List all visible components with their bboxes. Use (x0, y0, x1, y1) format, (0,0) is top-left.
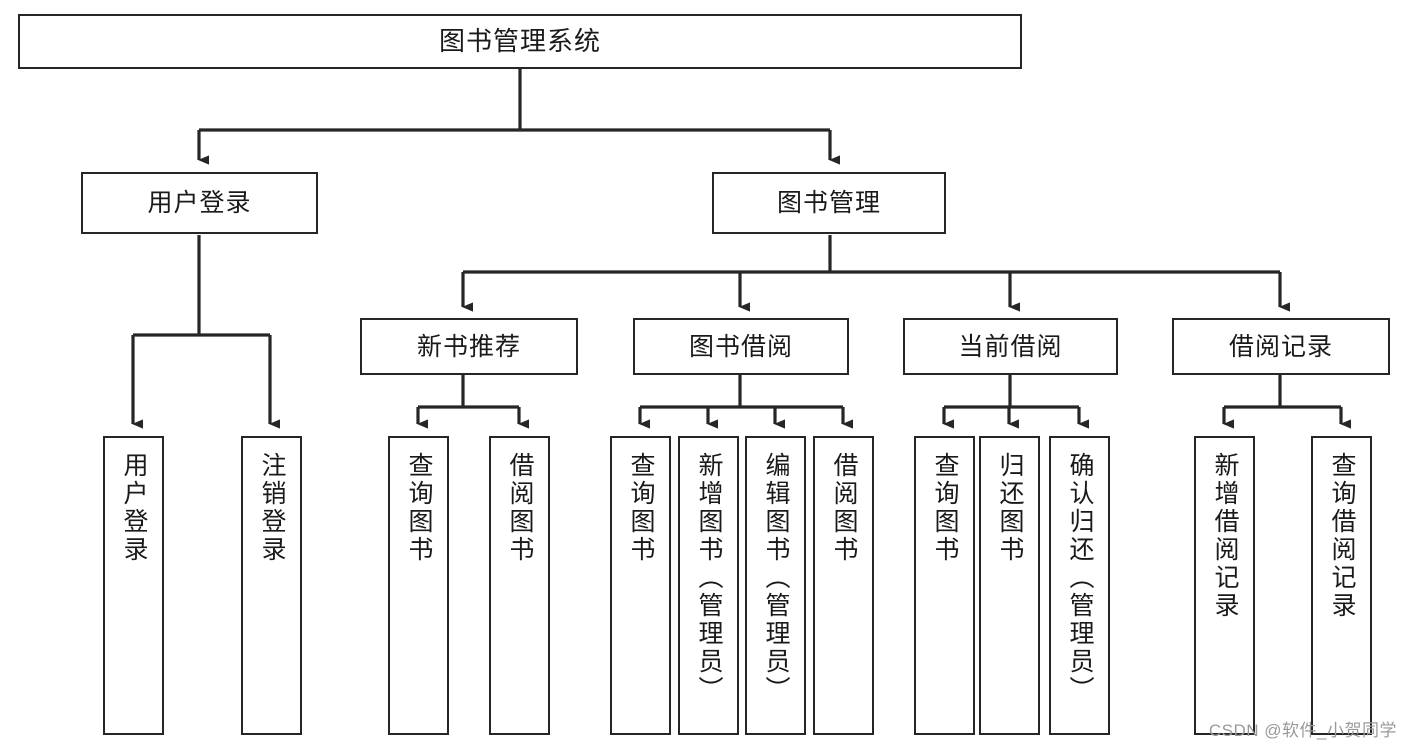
node-label: 当前借阅 (958, 332, 1063, 361)
leaf-borrow-book-new-rec[interactable]: 借阅图书 (489, 436, 550, 735)
node-label: 查询图书 (627, 452, 655, 564)
node-user-login[interactable]: 用户登录 (81, 172, 318, 234)
node-book-borrowing[interactable]: 图书借阅 (633, 318, 849, 375)
node-label: 查询图书 (405, 452, 433, 564)
node-label: 查询借阅记录 (1328, 452, 1356, 620)
leaf-logout-login[interactable]: 注销登录 (241, 436, 302, 735)
node-label: 图书管理 (776, 189, 881, 217)
node-label: 查询图书 (931, 452, 959, 564)
leaf-user-login[interactable]: 用户登录 (103, 436, 164, 735)
node-label: 借阅记录 (1228, 332, 1333, 361)
leaf-query-book-current[interactable]: 查询图书 (914, 436, 975, 735)
node-label: 注销登录 (258, 452, 286, 564)
leaf-query-book-new-rec[interactable]: 查询图书 (388, 436, 449, 735)
node-label: 用户登录 (120, 452, 148, 564)
node-current-borrowing[interactable]: 当前借阅 (903, 318, 1118, 375)
node-label: 借阅图书 (830, 452, 858, 564)
leaf-add-borrowing-record[interactable]: 新增借阅记录 (1194, 436, 1255, 735)
node-new-book-recommendation[interactable]: 新书推荐 (360, 318, 578, 375)
node-book-management-system[interactable]: 图书管理系统 (18, 14, 1022, 69)
node-label: 借阅图书 (506, 452, 534, 564)
leaf-add-book-admin[interactable]: 新增图书（管理员） (678, 436, 739, 735)
node-label: 编辑图书（管理员） (762, 452, 790, 704)
leaf-borrow-book-borrowing[interactable]: 借阅图书 (813, 436, 874, 735)
node-label: 图书借阅 (688, 332, 793, 361)
leaf-query-borrowing-record[interactable]: 查询借阅记录 (1311, 436, 1372, 735)
node-borrowing-record[interactable]: 借阅记录 (1172, 318, 1390, 375)
node-label: 用户登录 (147, 189, 252, 217)
node-label: 新增借阅记录 (1211, 452, 1239, 620)
csdn-watermark: CSDN @软件_小贺同学 (1208, 721, 1397, 740)
leaf-query-book-borrowing[interactable]: 查询图书 (610, 436, 671, 735)
node-label: 新书推荐 (416, 332, 521, 361)
leaf-return-book[interactable]: 归还图书 (979, 436, 1040, 735)
node-label: 新增图书（管理员） (695, 452, 723, 704)
leaf-edit-book-admin[interactable]: 编辑图书（管理员） (745, 436, 806, 735)
node-label: 归还图书 (996, 452, 1024, 564)
leaf-confirm-return-admin[interactable]: 确认归还（管理员） (1049, 436, 1110, 735)
node-label: 图书管理系统 (438, 25, 601, 56)
node-book-management[interactable]: 图书管理 (712, 172, 946, 234)
node-label: 确认归还（管理员） (1066, 452, 1094, 704)
